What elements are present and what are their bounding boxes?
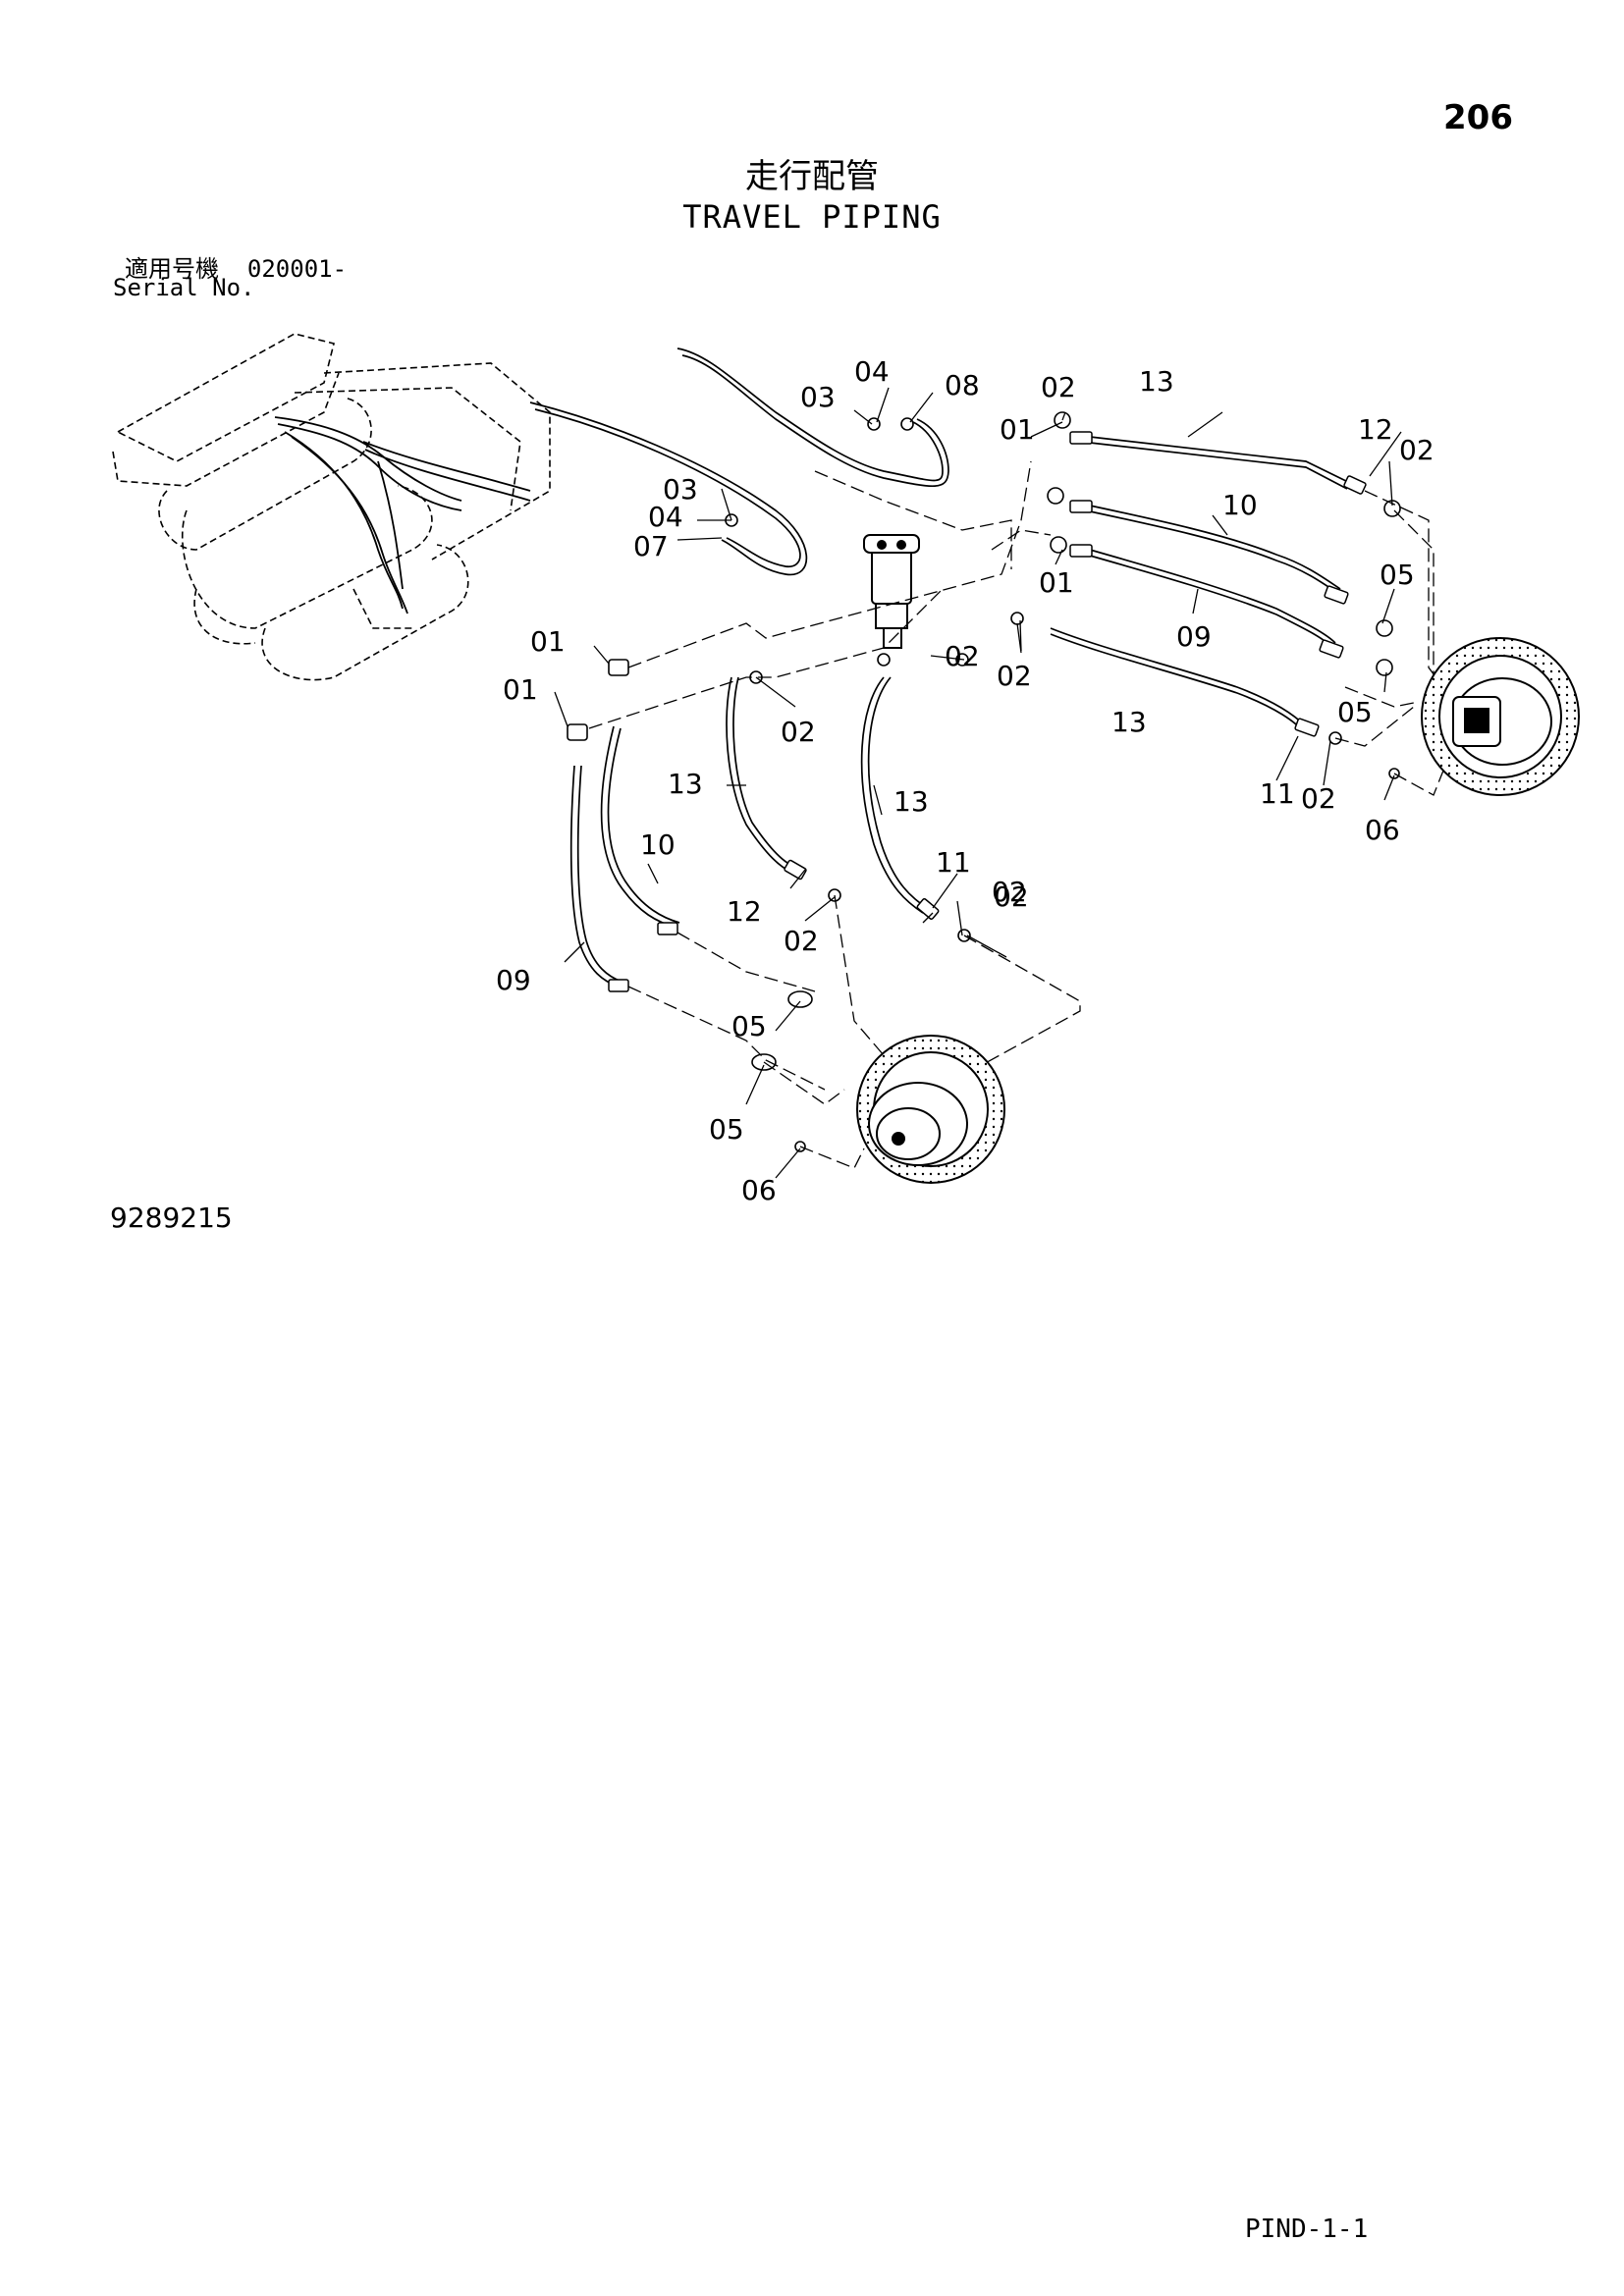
callout-02-i: 02 bbox=[992, 876, 1027, 908]
undercarriage-hoses bbox=[274, 416, 531, 614]
callout-labels: 03 04 08 02 13 01 12 02 10 03 04 07 01 0… bbox=[496, 355, 1435, 1206]
callout-11-right: 11 bbox=[1260, 777, 1295, 810]
travel-motor-left bbox=[856, 1035, 1005, 1184]
routing-lines bbox=[588, 460, 1454, 1169]
figure-number: 9289215 bbox=[110, 1201, 233, 1234]
callout-02-a: 02 bbox=[1041, 371, 1076, 403]
callout-09-right: 09 bbox=[1176, 620, 1212, 653]
callout-02-b: 02 bbox=[1399, 434, 1435, 466]
callout-13-right: 13 bbox=[1111, 706, 1147, 738]
serial-label-japanese: 適用号機 020001- bbox=[125, 249, 347, 284]
callout-04-left: 04 bbox=[648, 501, 683, 533]
undercarriage-overview bbox=[112, 333, 551, 681]
callout-03-top: 03 bbox=[800, 381, 836, 413]
page-reference: PIND-1-1 bbox=[1245, 2215, 1369, 2244]
callout-13-left: 13 bbox=[668, 768, 703, 800]
callout-05-left-b: 05 bbox=[709, 1113, 744, 1146]
callout-03-left: 03 bbox=[663, 473, 698, 506]
page-number: 206 bbox=[1443, 98, 1513, 137]
small-parts bbox=[567, 411, 1401, 1152]
callout-10-left: 10 bbox=[640, 828, 676, 861]
callout-06-left: 06 bbox=[741, 1174, 777, 1206]
callout-05-left-a: 05 bbox=[731, 1010, 767, 1042]
callout-05-right-a: 05 bbox=[1380, 559, 1415, 591]
page-title-japanese: 走行配管 bbox=[745, 157, 879, 196]
callout-02-f: 02 bbox=[1301, 782, 1336, 815]
callout-04-top: 04 bbox=[854, 355, 890, 388]
callout-13-top: 13 bbox=[1139, 365, 1174, 398]
callout-01-d: 01 bbox=[503, 673, 538, 706]
travel-piping-diagram: 03 04 08 02 13 01 12 02 10 03 04 07 01 0… bbox=[112, 333, 1580, 1206]
hose-lines bbox=[529, 347, 1351, 988]
callout-02-e: 02 bbox=[781, 716, 816, 748]
center-joint bbox=[863, 534, 920, 649]
callout-10-right: 10 bbox=[1222, 489, 1258, 521]
serial-number-range: 020001- bbox=[246, 255, 348, 283]
callout-05-right-b: 05 bbox=[1337, 696, 1373, 728]
callout-02-g: 02 bbox=[994, 881, 1029, 913]
callout-12-right: 12 bbox=[1358, 413, 1393, 446]
callout-12-left: 12 bbox=[727, 895, 762, 928]
serial-label-english: Serial No. bbox=[113, 274, 255, 301]
callout-02-h: 02 bbox=[784, 925, 819, 957]
callout-02-c: 02 bbox=[945, 640, 980, 672]
serial-label-jp-text: 適用号機 bbox=[125, 255, 219, 283]
page-title-english: TRAVEL PIPING bbox=[682, 198, 942, 236]
callout-06-right: 06 bbox=[1365, 814, 1400, 846]
callout-01-b: 01 bbox=[1039, 566, 1074, 599]
callout-02-d: 02 bbox=[997, 660, 1032, 692]
callout-01-a: 01 bbox=[1000, 413, 1035, 446]
callout-07: 07 bbox=[633, 530, 669, 562]
hose-fittings bbox=[608, 431, 1367, 992]
callout-11-left: 11 bbox=[936, 846, 971, 879]
callout-09-left: 09 bbox=[496, 964, 531, 996]
callout-08: 08 bbox=[945, 369, 980, 401]
callout-13-mid: 13 bbox=[893, 785, 929, 818]
callout-01-c: 01 bbox=[530, 625, 566, 658]
callout-leaders bbox=[554, 387, 1402, 1179]
travel-motor-right bbox=[1421, 637, 1580, 796]
